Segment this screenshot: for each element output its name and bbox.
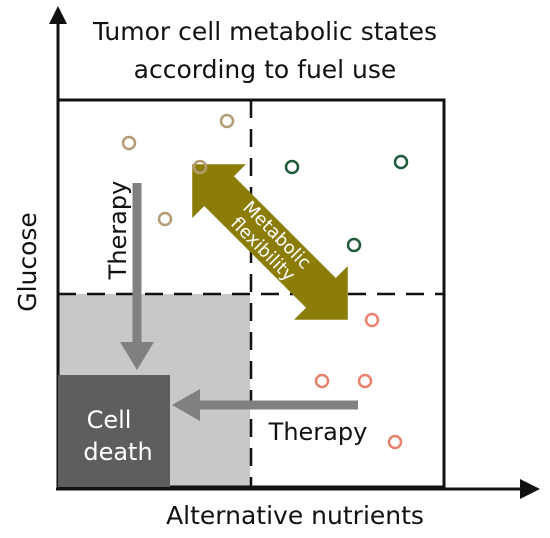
x-axis-arrowhead xyxy=(520,479,540,499)
tan-cell xyxy=(219,113,235,129)
salmon-cell xyxy=(314,373,330,389)
diagram-title-line1: Tumor cell metabolic states xyxy=(92,17,437,46)
tan-cell xyxy=(157,211,173,227)
therapy-label-vertical: Therapy xyxy=(104,181,132,281)
cell-death-label-line2: death xyxy=(83,438,152,466)
y-axis-arrowhead xyxy=(49,6,67,24)
tan-cell xyxy=(121,135,137,151)
green-cell xyxy=(284,159,300,175)
salmon-cell xyxy=(357,373,373,389)
therapy-label-horizontal: Therapy xyxy=(268,418,368,446)
diagram-title-line2: according to fuel use xyxy=(134,55,397,84)
cell-death-label-line1: Cell xyxy=(87,406,132,434)
salmon-cell xyxy=(387,434,403,450)
y-axis-label: Glucose xyxy=(13,212,42,312)
therapy-arrow-horizontal-head xyxy=(172,389,200,421)
cell-death-box xyxy=(58,375,170,487)
therapy-arrow-vertical-head xyxy=(120,342,154,370)
green-cell xyxy=(346,237,362,253)
tan-cell xyxy=(192,159,208,175)
salmon-cell xyxy=(364,312,380,328)
green-cell xyxy=(393,154,409,170)
x-axis-label: Alternative nutrients xyxy=(166,501,424,530)
